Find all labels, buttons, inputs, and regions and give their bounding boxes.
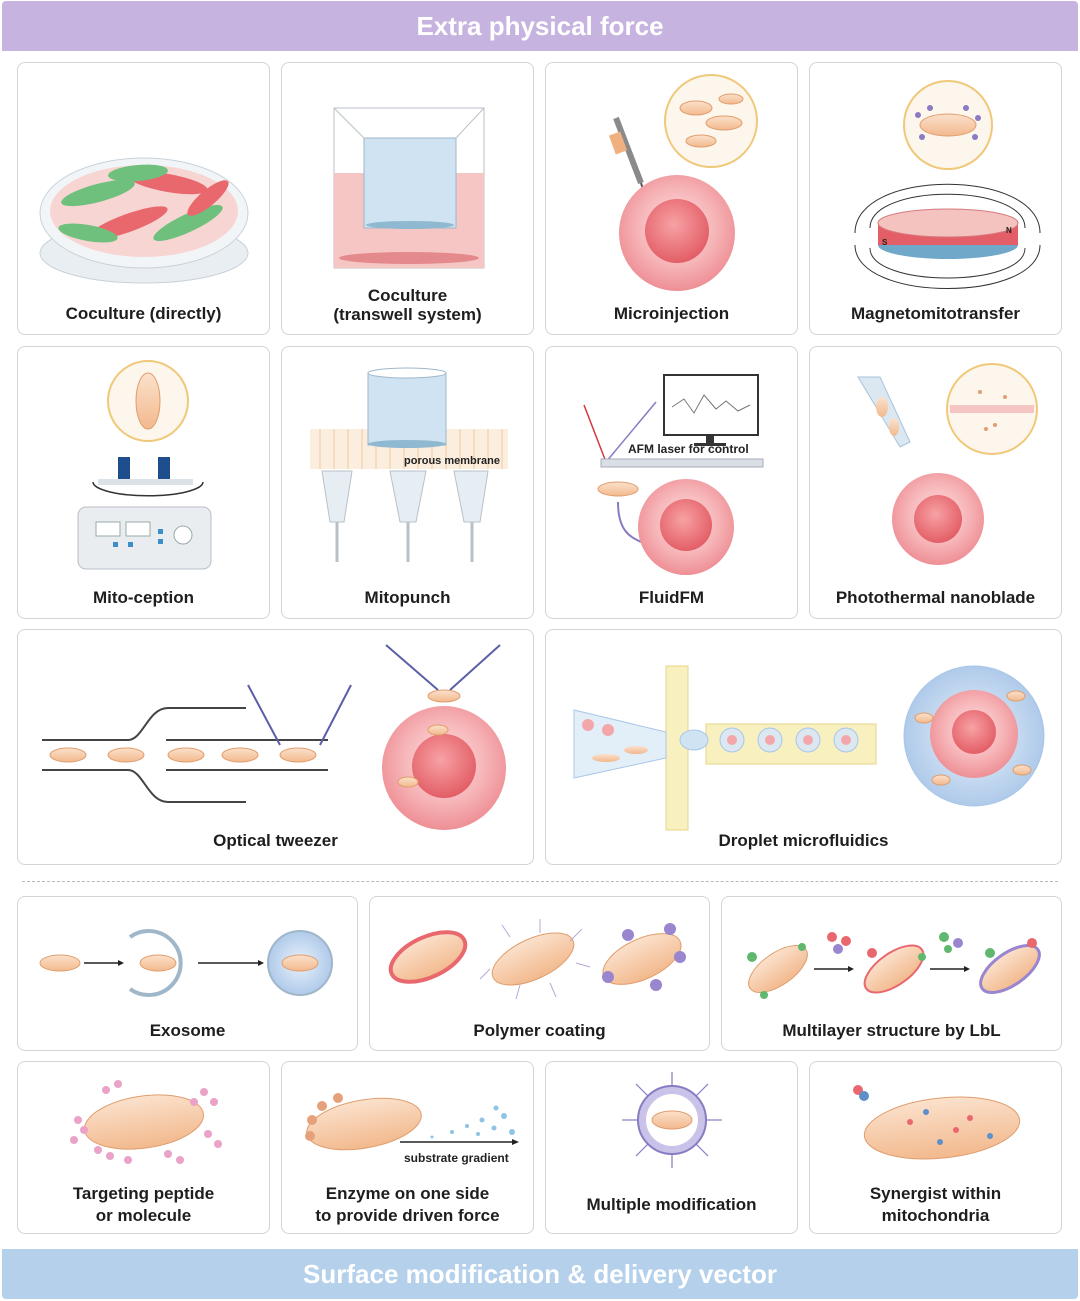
section-header-physical-force: Extra physical force xyxy=(2,1,1078,51)
mitopunch-illustration: porous membrane xyxy=(310,367,508,562)
mitoception-illustration xyxy=(77,360,212,570)
enzyme-label-2: to provide driven force xyxy=(315,1206,500,1225)
magnetomitotransfer-illustration: S N xyxy=(854,80,1041,289)
fluidfm-label: FluidFM xyxy=(638,588,705,607)
card-coculture-direct: Coculture (directly) xyxy=(17,62,270,335)
card-enzyme: substrate gradient Enzyme on one side to… xyxy=(281,1061,534,1234)
polymer-coating-label: Polymer coating xyxy=(473,1021,606,1040)
multiple-modification-label: Multiple modification xyxy=(586,1195,757,1214)
card-exosome: Exosome xyxy=(17,896,358,1051)
card-mitoception: Mito-ception xyxy=(17,346,270,619)
synergist-label-2: mitochondria xyxy=(881,1206,990,1225)
card-coculture-transwell: Coculture (transwell system) xyxy=(281,62,534,335)
card-polymer-coating: Polymer coating xyxy=(369,896,710,1051)
magnet-pole-n: N xyxy=(1006,226,1012,235)
mitopunch-label: Mitopunch xyxy=(364,588,451,607)
card-photothermal-nanoblade: Photothermal nanoblade xyxy=(809,346,1062,619)
card-optical-tweezer: Optical tweezer xyxy=(17,629,534,865)
coculture-dish-illustration xyxy=(39,157,249,284)
synergist-illustration xyxy=(853,1085,1021,1160)
card-mitopunch: porous membrane Mitopunch xyxy=(281,346,534,619)
transwell-illustration xyxy=(333,107,485,269)
coculture-direct-label: Coculture (directly) xyxy=(65,304,222,323)
card-synergist: Synergist within mitochondria xyxy=(809,1061,1062,1234)
droplet-label: Droplet microfluidics xyxy=(718,831,889,850)
peptide-label-2: or molecule xyxy=(95,1206,192,1225)
optical-tweezer-label: Optical tweezer xyxy=(213,831,338,850)
peptide-label-1: Targeting peptide xyxy=(72,1184,215,1203)
card-targeting-peptide: Targeting peptide or molecule xyxy=(17,1061,270,1234)
magnet-pole-s: S xyxy=(882,238,888,247)
fluidfm-illustration: AFM laser for control xyxy=(583,374,764,575)
coculture-transwell-label-1: Coculture xyxy=(367,286,448,305)
droplet-microfluidics-illustration xyxy=(573,665,1045,831)
synergist-label-1: Synergist within xyxy=(869,1184,1002,1203)
photothermal-label: Photothermal nanoblade xyxy=(835,588,1036,607)
optical-tweezer-illustration xyxy=(42,644,506,830)
porous-membrane-annotation: porous membrane xyxy=(404,455,500,467)
card-fluidfm: AFM laser for control FluidFM xyxy=(545,346,798,619)
card-droplet-microfluidics: Droplet microfluidics xyxy=(545,629,1062,865)
coculture-transwell-label-2: (transwell system) xyxy=(333,305,482,324)
section-divider xyxy=(22,881,1058,882)
microinjection-illustration xyxy=(608,74,758,291)
microinjection-label: Microinjection xyxy=(613,304,730,323)
afm-laser-annotation: AFM laser for control xyxy=(628,442,749,456)
card-multiple-modification: Multiple modification xyxy=(545,1061,798,1234)
photothermal-nanoblade-illustration xyxy=(857,363,1038,565)
multilayer-lbl-illustration xyxy=(747,932,1041,999)
multiple-modification-illustration xyxy=(622,1072,722,1168)
enzyme-label-1: Enzyme on one side xyxy=(325,1184,490,1203)
exosome-illustration xyxy=(39,929,333,997)
card-multilayer-lbl: Multilayer structure by LbL xyxy=(721,896,1062,1051)
substrate-gradient-annotation: substrate gradient xyxy=(404,1151,509,1165)
card-microinjection: Microinjection xyxy=(545,62,798,335)
mitoception-label: Mito-ception xyxy=(92,588,195,607)
magnetomitotransfer-label: Magnetomitotransfer xyxy=(850,304,1021,323)
section-footer-surface-modification: Surface modification & delivery vector xyxy=(2,1249,1078,1299)
lbl-label: Multilayer structure by LbL xyxy=(782,1021,1001,1040)
card-magnetomitotransfer: S N Magnetomitotransfer xyxy=(809,62,1062,335)
enzyme-illustration: substrate gradient xyxy=(305,1093,519,1165)
exosome-label: Exosome xyxy=(149,1021,226,1040)
polymer-coating-illustration xyxy=(388,919,686,1000)
targeting-peptide-illustration xyxy=(70,1080,222,1164)
